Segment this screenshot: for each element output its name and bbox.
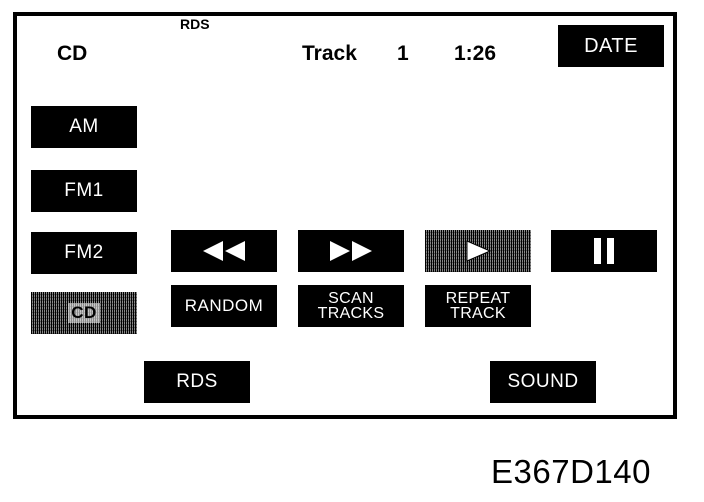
- date-button[interactable]: DATE: [558, 25, 664, 67]
- rds-indicator: RDS: [180, 16, 210, 32]
- fm1-button[interactable]: FM1: [31, 170, 137, 212]
- rewind-button[interactable]: [171, 230, 277, 272]
- track-time: 1:26: [454, 42, 497, 65]
- source-label: CD: [57, 42, 88, 65]
- figure-code: E367D140: [491, 453, 651, 490]
- repeat-track-label-line1: REPEAT: [445, 290, 511, 307]
- cd-button-label: CD: [68, 303, 100, 323]
- track-number: 1: [397, 42, 409, 65]
- scan-tracks-button[interactable]: SCAN TRACKS: [298, 285, 404, 327]
- random-button[interactable]: RANDOM: [171, 285, 277, 327]
- track-label: Track: [302, 42, 357, 65]
- scan-tracks-label-line1: SCAN: [328, 290, 374, 307]
- play-icon: [463, 240, 493, 262]
- fast-forward-button[interactable]: [298, 230, 404, 272]
- rewind-icon: [201, 241, 247, 261]
- scan-tracks-label-line2: TRACKS: [317, 305, 385, 322]
- repeat-track-button[interactable]: REPEAT TRACK: [425, 285, 531, 327]
- radio-display: RDS CD Track 1 1:26 DATE AM FM1 FM2 CD R…: [13, 12, 677, 419]
- fm2-button[interactable]: FM2: [31, 232, 137, 274]
- repeat-track-label-line2: TRACK: [450, 305, 506, 322]
- sound-button[interactable]: SOUND: [490, 361, 596, 403]
- pause-button[interactable]: [551, 230, 657, 272]
- play-button[interactable]: [425, 230, 531, 272]
- rds-button[interactable]: RDS: [144, 361, 250, 403]
- am-button[interactable]: AM: [31, 106, 137, 148]
- pause-icon: [592, 238, 616, 264]
- fast-forward-icon: [328, 241, 374, 261]
- cd-button[interactable]: CD: [31, 292, 137, 334]
